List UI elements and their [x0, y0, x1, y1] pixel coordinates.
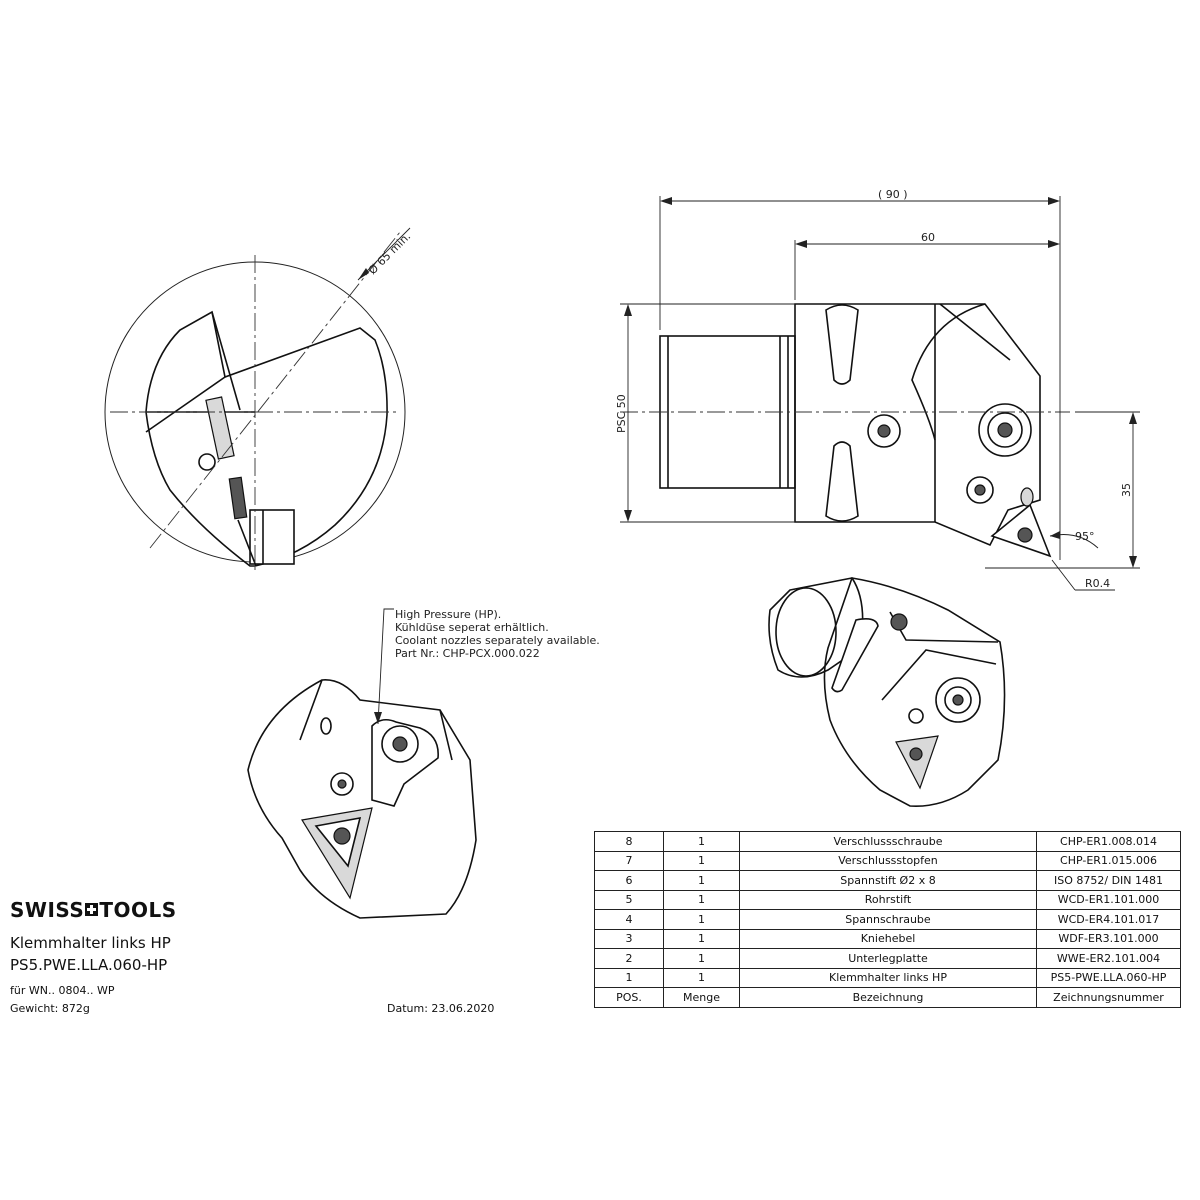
cell-drawing: WCD-ER1.101.000: [1036, 889, 1181, 910]
cell-drawing: CHP-ER1.008.014: [1036, 831, 1181, 852]
cell-desc: Unterlegplatte: [739, 948, 1037, 969]
cell-desc: Verschlussstopfen: [739, 850, 1037, 871]
cell-drawing: WDF-ER3.101.000: [1036, 928, 1181, 949]
cell-pos: 3: [594, 928, 664, 949]
cell-pos: 2: [594, 948, 664, 969]
note-line-4: Part Nr.: CHP-PCX.000.022: [395, 647, 540, 660]
cell-desc: Spannschraube: [739, 909, 1037, 930]
dimension-35: 35: [1120, 483, 1133, 497]
cell-desc: Kniehebel: [739, 928, 1037, 949]
cell-pos: 8: [594, 831, 664, 852]
dimension-60: 60: [921, 231, 935, 244]
header-qty: Menge: [663, 987, 740, 1008]
angle-95: 95°: [1075, 530, 1095, 543]
cell-drawing: WWE-ER2.101.004: [1036, 948, 1181, 969]
cell-qty: 1: [663, 928, 740, 949]
weight: Gewicht: 872g: [10, 1002, 90, 1015]
bore-hole: [198, 453, 216, 471]
cell-drawing: ISO 8752/ DIN 1481: [1036, 870, 1181, 891]
iso-body: [823, 577, 1006, 807]
cell-qty: 1: [663, 850, 740, 871]
holder-body: [794, 303, 1041, 547]
cell-desc: Spannstift Ø2 x 8: [739, 870, 1037, 891]
header-drawing: Zeichnungsnummer: [1036, 987, 1181, 1008]
part-title: Klemmhalter links HP: [10, 934, 171, 952]
iso-view: [768, 577, 1006, 807]
side-view: ( 90 ) 60 PSC 50 35 95° R0.4: [615, 188, 1140, 591]
detail-outline: [247, 679, 477, 919]
cell-qty: 1: [663, 967, 740, 988]
cell-pos: 7: [594, 850, 664, 871]
cell-pos: 4: [594, 909, 664, 930]
cell-desc: Klemmhalter links HP: [739, 967, 1037, 988]
cell-desc: Rohrstift: [739, 889, 1037, 910]
note-line-2: Kühldüse seperat erhältlich.: [395, 621, 549, 634]
swiss-cross-icon: [85, 902, 99, 916]
insert-corner: [249, 509, 295, 565]
cell-qty: 1: [663, 909, 740, 930]
dimension-psc50: PSC 50: [615, 394, 628, 433]
note-line-1: High Pressure (HP).: [395, 608, 501, 621]
insert-spec: für WN.. 0804.. WP: [10, 984, 115, 997]
cell-drawing: CHP-ER1.015.006: [1036, 850, 1181, 871]
cell-desc: Verschlussschraube: [739, 831, 1037, 852]
parts-list-header: POS. Menge Bezeichnung Zeichnungsnummer: [594, 987, 1181, 1008]
brand-name-left: SWISS: [10, 898, 85, 922]
iso-insert: [895, 735, 939, 790]
insert-seat: [205, 396, 235, 460]
dimension-90: ( 90 ): [878, 188, 908, 201]
part-code: PS5.PWE.LLA.060-HP: [10, 956, 168, 974]
detail-view: High Pressure (HP). Kühldüse seperat erh…: [247, 608, 600, 919]
cell-qty: 1: [663, 948, 740, 969]
cell-pos: 6: [594, 870, 664, 891]
header-desc: Bezeichnung: [739, 987, 1037, 1008]
cell-drawing: WCD-ER4.101.017: [1036, 909, 1181, 930]
diameter-label: Ø 65 min.: [366, 230, 413, 277]
brand-logo: SWISS TOOLS: [10, 898, 177, 922]
clamp-lever: [371, 718, 439, 807]
drawing-date: Datum: 23.06.2020: [387, 1002, 495, 1015]
front-view: Ø 65 min.: [104, 227, 413, 572]
radius-r04: R0.4: [1085, 577, 1110, 590]
cell-qty: 1: [663, 870, 740, 891]
cell-pos: 5: [594, 889, 664, 910]
cell-qty: 1: [663, 889, 740, 910]
cell-pos: 1: [594, 967, 664, 988]
header-pos: POS.: [594, 987, 664, 1008]
cell-drawing: PS5-PWE.LLA.060-HP: [1036, 967, 1181, 988]
brand-name-right: TOOLS: [99, 898, 177, 922]
cell-qty: 1: [663, 831, 740, 852]
note-line-3: Coolant nozzles separately available.: [395, 634, 600, 647]
